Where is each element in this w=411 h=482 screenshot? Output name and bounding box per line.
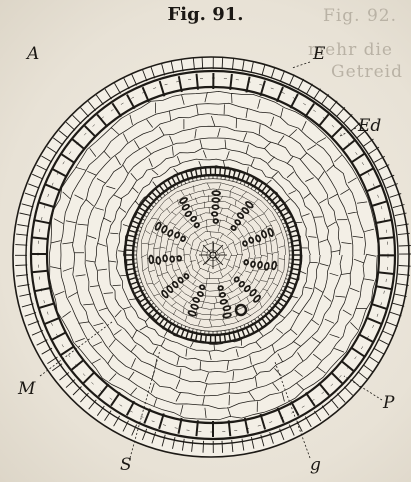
label-g: g <box>310 457 321 474</box>
label-A: A <box>27 46 39 63</box>
label-M: M <box>18 381 35 398</box>
label-S: S <box>120 457 132 474</box>
label-P: P <box>383 395 394 412</box>
label-Ed: Ed <box>358 118 381 135</box>
label-E: E <box>313 46 325 63</box>
